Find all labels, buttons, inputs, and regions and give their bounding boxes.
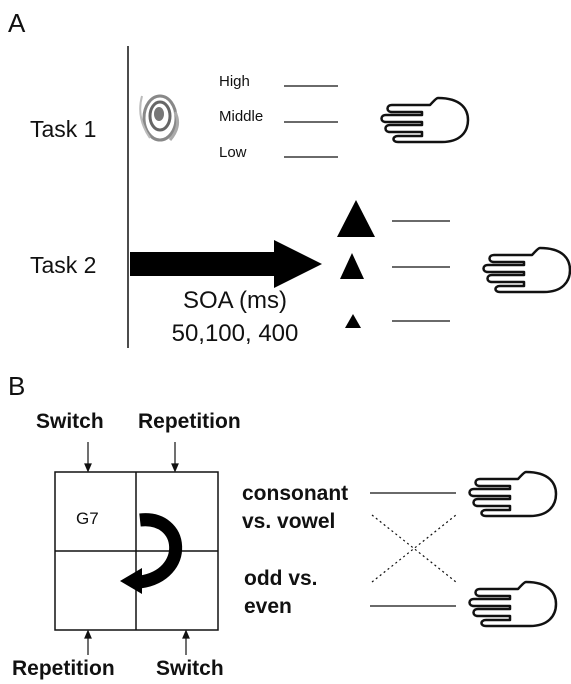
cell-g7: G7 [76,509,99,528]
pitch-label-middle: Middle [219,108,264,125]
triangle-large-icon [337,200,375,237]
triangle-medium-icon [340,253,364,279]
pitch-label-high: High [219,73,250,90]
soa-arrow [130,240,322,288]
speaker-icon [139,94,180,142]
task1-label: Task 1 [30,116,97,142]
hand-icon-task2 [482,246,571,294]
label-repetition-bottom: Repetition [12,657,115,680]
hand-icon-consonant [468,470,558,518]
label-switch-bottom: Switch [156,657,224,680]
label-consonant: consonant [242,482,349,505]
label-repetition-top: Repetition [138,410,241,433]
panel-a-letter: A [8,8,26,38]
grid-tick-arrows [84,442,190,655]
label-odd-vs: odd vs. [244,567,318,590]
curved-arrow-icon [120,513,183,594]
triangle-small-icon [345,314,361,328]
soa-values: 50,100, 400 [171,320,299,347]
soa-label: SOA (ms) [182,287,287,314]
panel-b-letter: B [8,371,26,401]
task2-label: Task 2 [30,252,97,278]
label-even: even [244,595,292,618]
label-switch-top: Switch [36,410,104,433]
hand-icon-even [468,580,558,628]
pitch-label-low: Low [219,144,247,161]
task-grid [54,471,219,631]
hand-icon-task1 [380,96,470,144]
label-vs-vowel: vs. vowel [242,510,336,533]
